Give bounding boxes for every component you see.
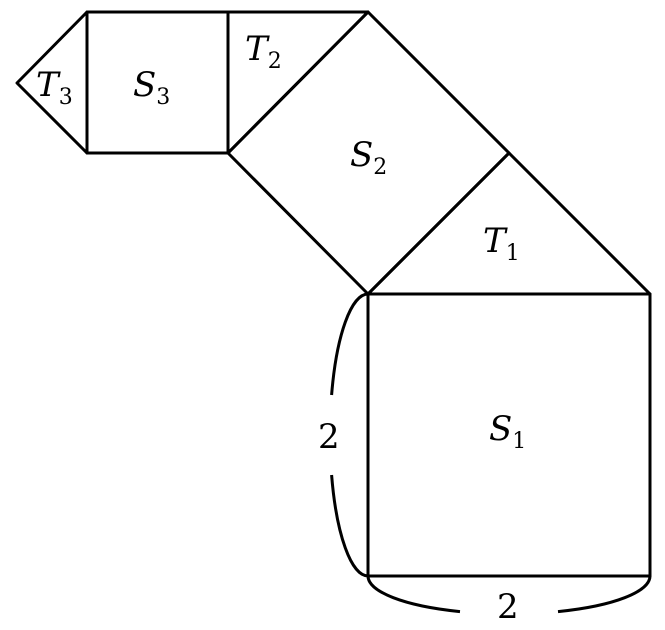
label-s2: S2	[350, 135, 387, 180]
label-s1: S1	[489, 409, 526, 454]
label-t2: T2	[245, 29, 282, 74]
label-t3: T3	[36, 65, 73, 110]
width-brace-right	[557, 575, 652, 614]
width-brace-left	[366, 575, 461, 614]
height-brace-bottom	[330, 474, 369, 578]
square-s3	[85, 10, 230, 155]
width-label: 2	[497, 587, 519, 627]
label-s3: S3	[133, 65, 170, 110]
triangle-t1	[366, 151, 652, 296]
height-brace-top	[330, 292, 369, 396]
label-t1: T1	[483, 221, 520, 266]
height-label: 2	[318, 417, 340, 457]
triangle-t3	[15, 10, 89, 155]
